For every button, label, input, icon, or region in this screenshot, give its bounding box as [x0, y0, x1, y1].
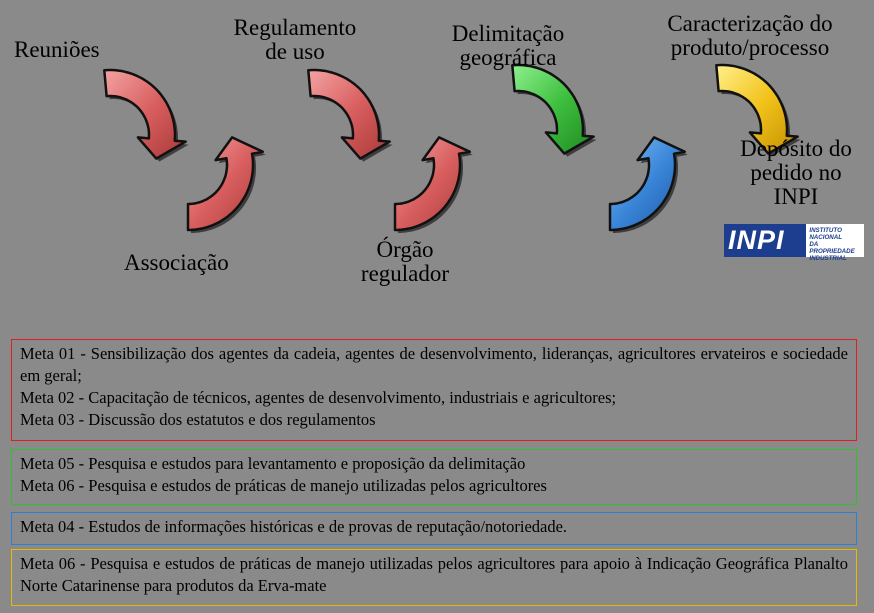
inpi-logo-mark: INPI	[724, 224, 807, 257]
step-regulamento-line1: Regulamento	[233, 15, 357, 40]
arrow-orgao-to-delimitacao	[393, 136, 472, 232]
step-delimitacao-line1: Delimitação	[451, 21, 565, 46]
inpi-logo-line2: NACIONAL	[809, 234, 842, 241]
goal-meta-01: Meta 01 - Sensibilização dos agentes da …	[20, 344, 848, 385]
step-caracterizacao: Caracterização do produto/processo	[655, 12, 845, 60]
inpi-logo-text: INSTITUTO NACIONAL DA PROPRIEDADE INDUST…	[806, 224, 864, 262]
goal-meta-02: Meta 02 - Capacitação de técnicos, agent…	[20, 388, 617, 407]
step-regulamento-line2: de uso	[265, 39, 325, 64]
step-orgao-regulador: Órgão regulador	[345, 238, 465, 286]
goals-box-blue: Meta 04 - Estudos de informações históri…	[11, 512, 857, 545]
step-orgao-line1: Órgão	[376, 237, 434, 262]
step-deposito: Depósito do pedido no INPI	[728, 137, 864, 209]
step-deposito-line3: INPI	[773, 184, 819, 209]
step-delimitacao: Delimitação geográfica	[433, 22, 583, 70]
step-associacao: Associação	[124, 250, 229, 275]
inpi-logo: INPI INSTITUTO NACIONAL DA PROPRIEDADE I…	[724, 224, 864, 262]
step-regulamento: Regulamento de uso	[220, 16, 370, 64]
arrow-regulamento-to-orgao	[307, 68, 391, 160]
goals-box-red: Meta 01 - Sensibilização dos agentes da …	[11, 339, 857, 441]
step-delimitacao-line2: geográfica	[459, 45, 557, 70]
step-caracterizacao-line2: produto/processo	[670, 35, 830, 60]
goal-meta-05: Meta 05 - Pesquisa e estudos para levant…	[20, 454, 526, 473]
inpi-logo-line1: INSTITUTO	[809, 227, 842, 234]
arrow-delimitacao-to-blue	[511, 63, 595, 155]
goal-meta-03: Meta 03 - Discussão dos estatutos e dos …	[20, 410, 376, 429]
goals-box-yellow: Meta 06 - Pesquisa e estudos de práticas…	[11, 549, 857, 606]
inpi-logo-line4: INDUSTRIAL	[809, 255, 847, 262]
arrow-reunioes-to-associacao	[103, 68, 187, 160]
goal-meta-04: Meta 04 - Estudos de informações históri…	[20, 517, 568, 536]
step-orgao-line2: regulador	[360, 261, 450, 286]
step-caracterizacao-line1: Caracterização do	[667, 11, 833, 36]
arrow-associacao-to-regulamento	[186, 136, 265, 232]
arrow-caracterizacao-to-deposito	[715, 63, 799, 155]
inpi-logo-line3: DA PROPRIEDADE	[809, 241, 855, 255]
step-deposito-line2: pedido no	[750, 160, 842, 185]
goal-meta-06-a: Meta 06 - Pesquisa e estudos de práticas…	[20, 476, 547, 495]
arrow-blue-to-caracterizacao	[608, 136, 687, 232]
goal-meta-06-b: Meta 06 - Pesquisa e estudos de práticas…	[20, 554, 848, 595]
process-flow-arrows	[103, 63, 801, 233]
goals-box-green: Meta 05 - Pesquisa e estudos para levant…	[11, 449, 857, 505]
step-reunioes: Reuniões	[14, 37, 100, 62]
step-deposito-line1: Depósito do	[740, 136, 852, 161]
